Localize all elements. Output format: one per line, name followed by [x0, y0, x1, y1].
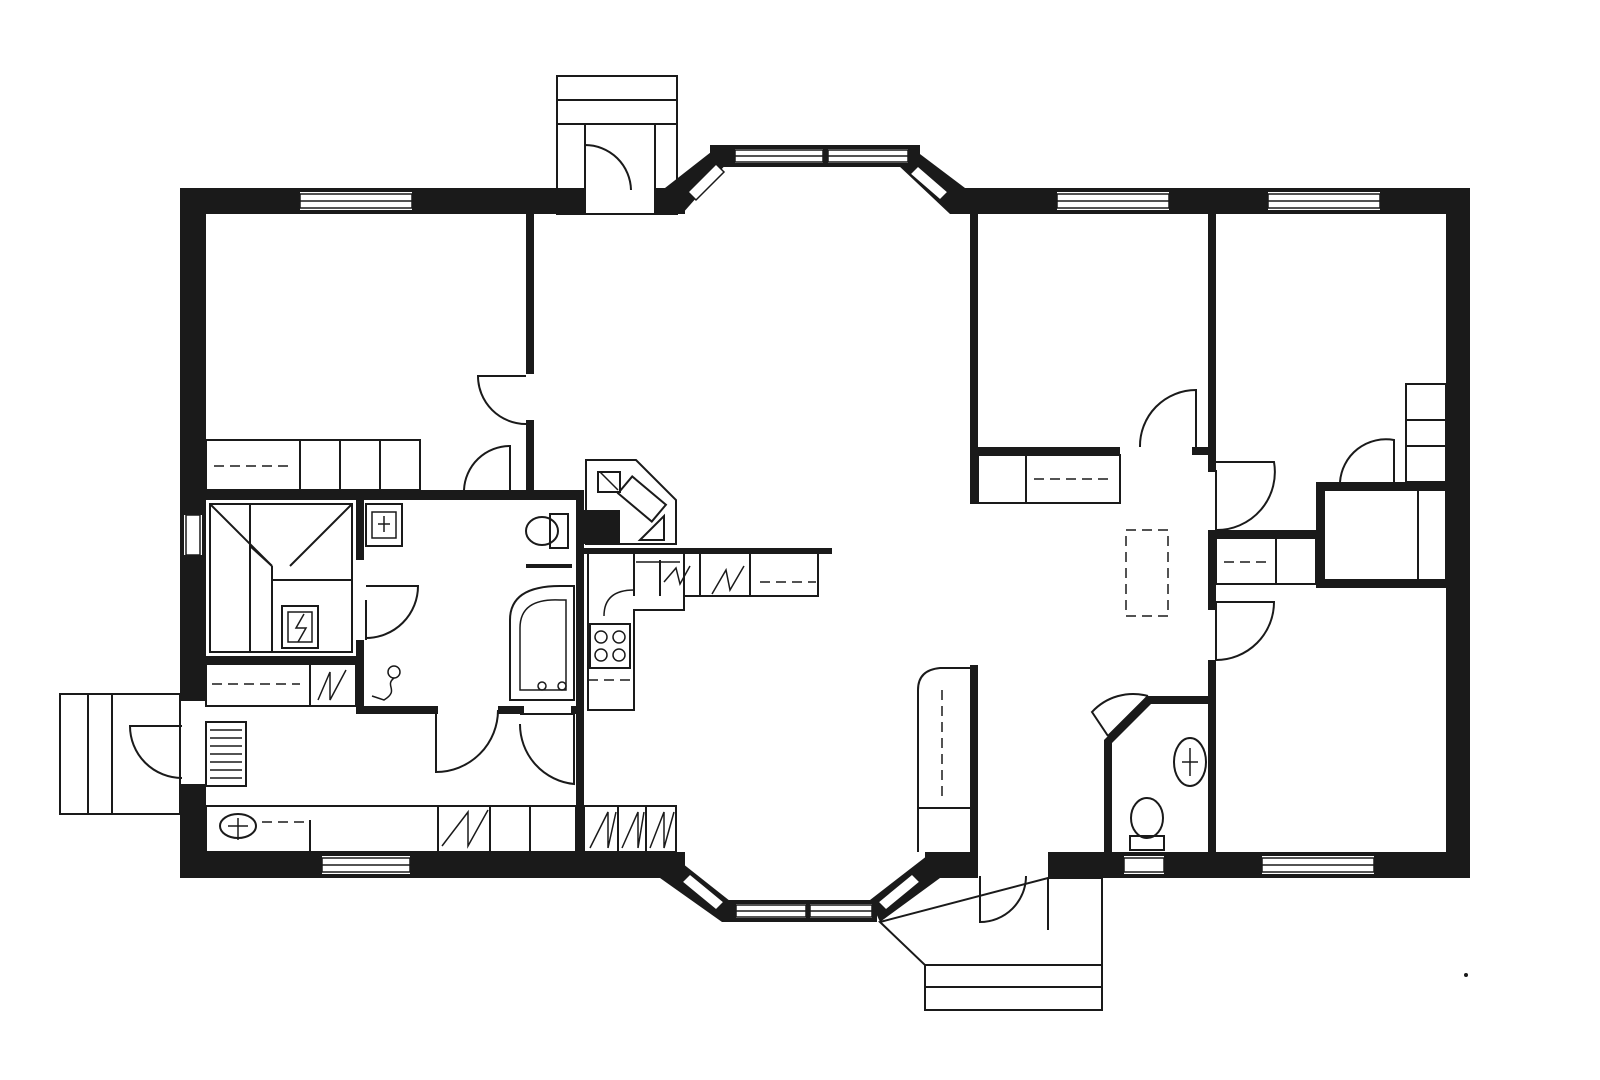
side-porch-left — [59, 693, 206, 815]
laundry-sink-icon — [219, 813, 257, 840]
sauna-stove-icon — [281, 605, 319, 649]
door-entrance-top — [584, 143, 632, 191]
window-top-bedroom-3 — [1267, 192, 1381, 210]
wall-bedroom3-divider-lower — [1208, 530, 1216, 610]
bedroom-1 — [205, 375, 527, 491]
stove-icon — [589, 623, 631, 669]
wall-sauna-bottom — [206, 656, 356, 664]
window-bay-diagonal-bottom-right — [876, 872, 922, 912]
window-bottom-right — [1261, 856, 1375, 874]
window-bay-diagonal-bottom-left — [680, 872, 726, 912]
wardrobe-bedroom-2 — [977, 454, 1121, 504]
wall-bedroom2-left — [970, 214, 978, 504]
wall-bedroom1-right-lower — [526, 420, 534, 490]
window-bay-diagonal-top-left — [686, 162, 726, 202]
wall-bedroom4-top — [1316, 580, 1446, 588]
wall-bath-bottom-right — [498, 706, 524, 714]
kitchen — [583, 459, 819, 853]
front-porch-top — [556, 75, 678, 215]
window-top-left — [299, 192, 413, 210]
door-bedroom-2 — [1138, 388, 1197, 448]
wall-bedroom3-closet-box — [1316, 482, 1324, 582]
bathtub-icon — [509, 585, 575, 701]
exterior-wall-right — [1446, 188, 1470, 878]
hall-wardrobe — [917, 667, 970, 852]
wardrobe-bedroom-3 — [1405, 383, 1447, 483]
wall-wc-left — [1104, 740, 1112, 852]
water-heater-icon — [309, 663, 357, 707]
window-bay-diagonal-top-right — [908, 164, 950, 202]
windows — [184, 149, 1381, 918]
wall-bath-top — [206, 490, 581, 500]
sink-wc-icon — [1173, 737, 1207, 787]
window-bottom-wc — [1123, 856, 1165, 874]
bedroom-2 — [977, 388, 1197, 504]
wall-hall-closet — [970, 665, 978, 852]
wall-bedroom3-closet-top — [1316, 482, 1446, 490]
door-entrance-bottom — [979, 875, 1027, 924]
fireplace-icon — [585, 459, 677, 545]
wall-wc-diagonal — [1104, 696, 1152, 743]
door-bath-lower — [435, 709, 499, 774]
wall-bedroom2-bottom — [970, 447, 1120, 455]
wall-bedroom2-3-divider — [1208, 214, 1216, 472]
window-bay-top-right — [827, 149, 909, 163]
stray-mark — [1464, 973, 1468, 977]
door-bedroom-4 — [1215, 601, 1276, 661]
wall-bath-right — [576, 490, 584, 852]
wall-kitchen-counter-top — [584, 548, 832, 554]
wall-wc-top — [1148, 696, 1208, 704]
wall-sauna-right — [356, 500, 364, 560]
bathroom — [365, 503, 575, 701]
door-bedroom-1 — [476, 375, 527, 425]
kitchen-low-cabinets — [583, 805, 677, 853]
door-bedroom-3 — [1339, 438, 1395, 483]
window-bottom-left — [321, 856, 411, 874]
door-wc — [1090, 693, 1149, 737]
door-bath-corridor — [463, 444, 511, 491]
wc — [1090, 693, 1207, 851]
wall-bedroom4-left — [1208, 660, 1216, 852]
wall-sauna-right-lower — [356, 640, 364, 706]
linen-closet — [1215, 537, 1317, 585]
radiator-icon — [205, 721, 247, 787]
wall-bath-bottom — [356, 706, 438, 714]
utility-counter — [205, 805, 577, 853]
back-porch-bottom — [878, 852, 1103, 1011]
sauna — [209, 503, 353, 653]
kitchen-counter — [587, 554, 819, 711]
wall-bedroom3-bottom — [1216, 530, 1316, 538]
sink-bathroom-icon — [365, 503, 403, 547]
door-utility — [518, 713, 575, 786]
door-sauna — [365, 585, 420, 640]
door-bedroom-3-hall — [1215, 461, 1276, 532]
window-top-bedroom-2 — [1056, 192, 1170, 210]
door-entrance-left — [128, 725, 183, 779]
wardrobe-bedroom-1 — [205, 439, 421, 491]
exterior-wall-bottom-left — [180, 852, 685, 878]
interior-walls — [206, 214, 1446, 852]
shower-icon — [371, 665, 401, 701]
closet-bedroom-3 — [1323, 489, 1447, 581]
wall-bedroom1-right — [526, 214, 534, 374]
wall-bedroom2-bottom-right — [1192, 447, 1216, 455]
toilet-bathroom-icon — [525, 513, 569, 549]
bedroom-3 — [1215, 383, 1447, 581]
window-bay-top-left — [734, 149, 824, 163]
window-left-small — [184, 514, 202, 556]
window-bay-bottom-left — [735, 904, 807, 918]
utility-room — [205, 663, 577, 853]
towel-rail — [526, 564, 572, 568]
toilet-wc-icon — [1129, 797, 1165, 851]
exterior-wall-top-right — [950, 188, 1470, 214]
dining-table — [1125, 529, 1169, 617]
chimney-block — [584, 510, 620, 544]
window-bay-bottom-right — [809, 904, 873, 918]
